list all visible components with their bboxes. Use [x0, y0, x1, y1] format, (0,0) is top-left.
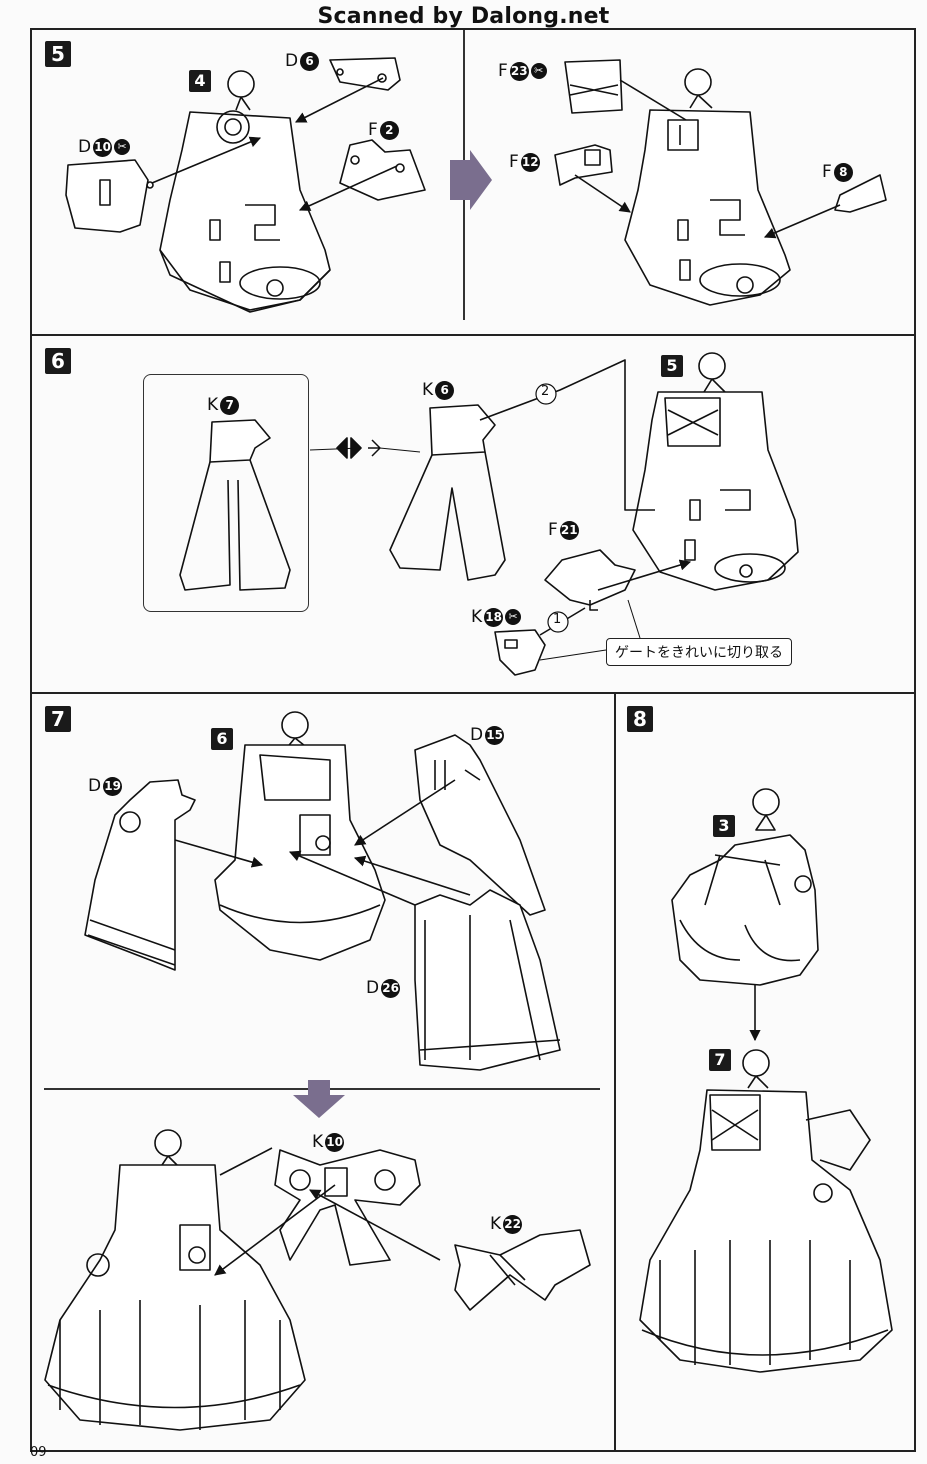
- cut-icon: ✂: [505, 609, 522, 625]
- ref-badge-3: 3: [713, 815, 735, 837]
- page-number: 09: [30, 1445, 47, 1460]
- cut-icon: ✂: [530, 63, 547, 79]
- watermark-text: Scanned by Dalong.net: [317, 4, 610, 29]
- gate-cut-callout: ゲートをきれいに切り取る: [606, 638, 792, 666]
- order-label-1: 1: [553, 612, 562, 627]
- step-8-panel: [614, 692, 916, 1452]
- ref-badge-7: 7: [709, 1049, 731, 1071]
- alternative-part-inset: [143, 374, 309, 612]
- order-label-2: 2: [541, 384, 550, 399]
- ref-badge-5: 5: [661, 355, 683, 377]
- cut-icon: ✂: [114, 139, 131, 155]
- step-7-badge: 7: [45, 706, 71, 732]
- torso-assembly-4: [159, 70, 331, 313]
- transition-arrows: [293, 150, 492, 1118]
- step-6-badge: 6: [45, 348, 71, 374]
- ref-badge-6: 6: [211, 728, 233, 750]
- ref-badge-4: 4: [189, 70, 211, 92]
- step-8-badge: 8: [627, 706, 653, 732]
- step-5-badge: 5: [45, 41, 71, 67]
